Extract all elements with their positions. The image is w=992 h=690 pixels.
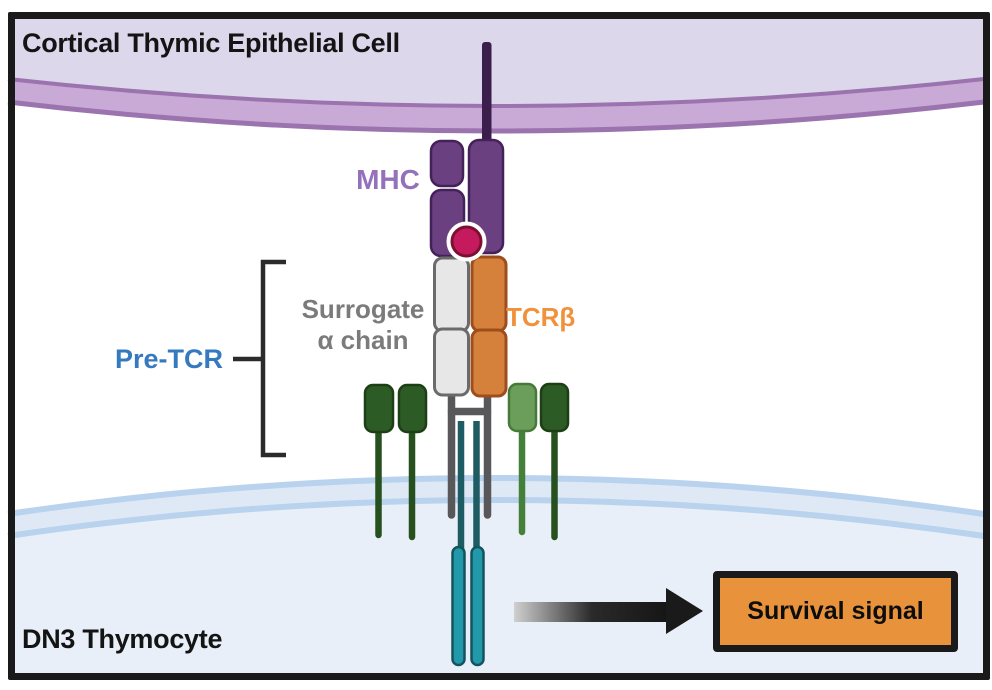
zeta-chain-right <box>470 545 485 667</box>
mhc-domain-alpha2 <box>429 139 465 188</box>
survival-signal-label: Survival signal <box>747 597 924 625</box>
survival-signal-box: Survival signal <box>713 571 958 652</box>
surrogate-alpha-chain-lower <box>433 327 470 397</box>
pretcr-label: Pre-TCR <box>114 344 223 374</box>
thymocyte-membrane-outer-line <box>7 475 985 517</box>
surrogate-chain-label-line2: α chain <box>317 325 409 355</box>
signal-arrowhead-icon <box>666 588 703 634</box>
zeta-chain-left <box>451 545 466 667</box>
epithelial-membrane-inner-line <box>7 99 985 134</box>
cd3-subunit-left-1 <box>363 383 395 434</box>
surrogate-chain-label: Surrogate α chain <box>280 294 446 356</box>
tcr-beta-chain-upper <box>470 255 508 333</box>
cd3-subunit-left-2 <box>397 383 428 434</box>
signal-arrow-shaft <box>514 602 670 622</box>
thymocyte-label: DN3 Thymocyte <box>22 624 223 654</box>
thymocyte-membrane <box>8 478 984 536</box>
thymocyte-membrane-inner-line <box>7 497 985 539</box>
pretcr-bracket <box>260 259 286 458</box>
epithelial-cell-region <box>8 12 984 107</box>
epithelial-cell-label: Cortical Thymic Epithelial Cell <box>22 28 400 58</box>
mhc-stalk <box>482 42 492 150</box>
epithelial-membrane-outer-line <box>7 77 985 108</box>
cd3-subunit-right-1 <box>507 382 538 433</box>
peptide-circle <box>450 225 483 258</box>
mhc-label: MHC <box>356 164 420 195</box>
surrogate-chain-label-line1: Surrogate <box>301 294 425 324</box>
mhc-domain-beta <box>467 138 505 255</box>
epithelial-membrane <box>8 80 984 131</box>
tcr-beta-label: TCRβ <box>506 302 576 332</box>
tcr-beta-chain-lower <box>470 328 508 398</box>
cd3-subunit-right-2 <box>539 382 570 433</box>
